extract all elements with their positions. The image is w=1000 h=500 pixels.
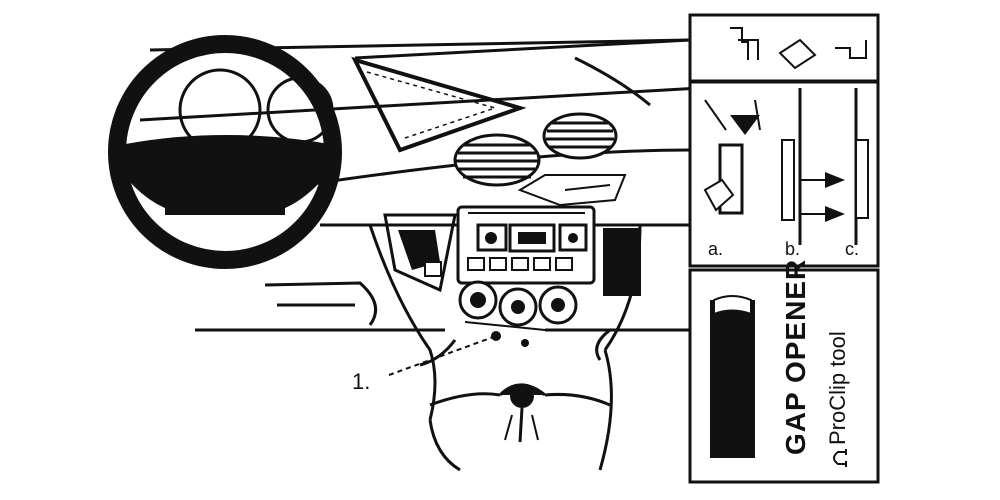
inset-panel-steps: a. b. c. xyxy=(688,80,880,268)
dashboard-upper-panel xyxy=(351,56,527,153)
gear-knob xyxy=(498,383,546,443)
climate-controls xyxy=(458,280,578,347)
step-b-label: b. xyxy=(785,239,800,259)
center-console xyxy=(383,174,641,296)
inset-panel-tool: GAP OPENER ProClip tool xyxy=(688,259,880,484)
steering-wheel xyxy=(108,35,342,269)
tool-subtitle: ProClip tool xyxy=(825,331,850,445)
step-a-label: a. xyxy=(708,239,723,259)
inset-panel-top xyxy=(688,13,880,83)
omega-symbol-icon xyxy=(833,449,847,467)
mounting-pad xyxy=(603,228,641,296)
tool-title: GAP OPENER xyxy=(780,259,811,455)
step-a-illustration: a. xyxy=(703,99,761,259)
callout-label: 1. xyxy=(352,369,370,394)
gap-opener-tool-shape xyxy=(710,300,755,458)
step-b-illustration: b. xyxy=(781,88,845,259)
step-c-label: c. xyxy=(845,239,859,259)
air-vent-right xyxy=(542,112,618,160)
step-c-illustration: c. xyxy=(845,88,869,259)
callout-1: 1. xyxy=(352,335,497,394)
air-vent-left xyxy=(453,133,541,187)
